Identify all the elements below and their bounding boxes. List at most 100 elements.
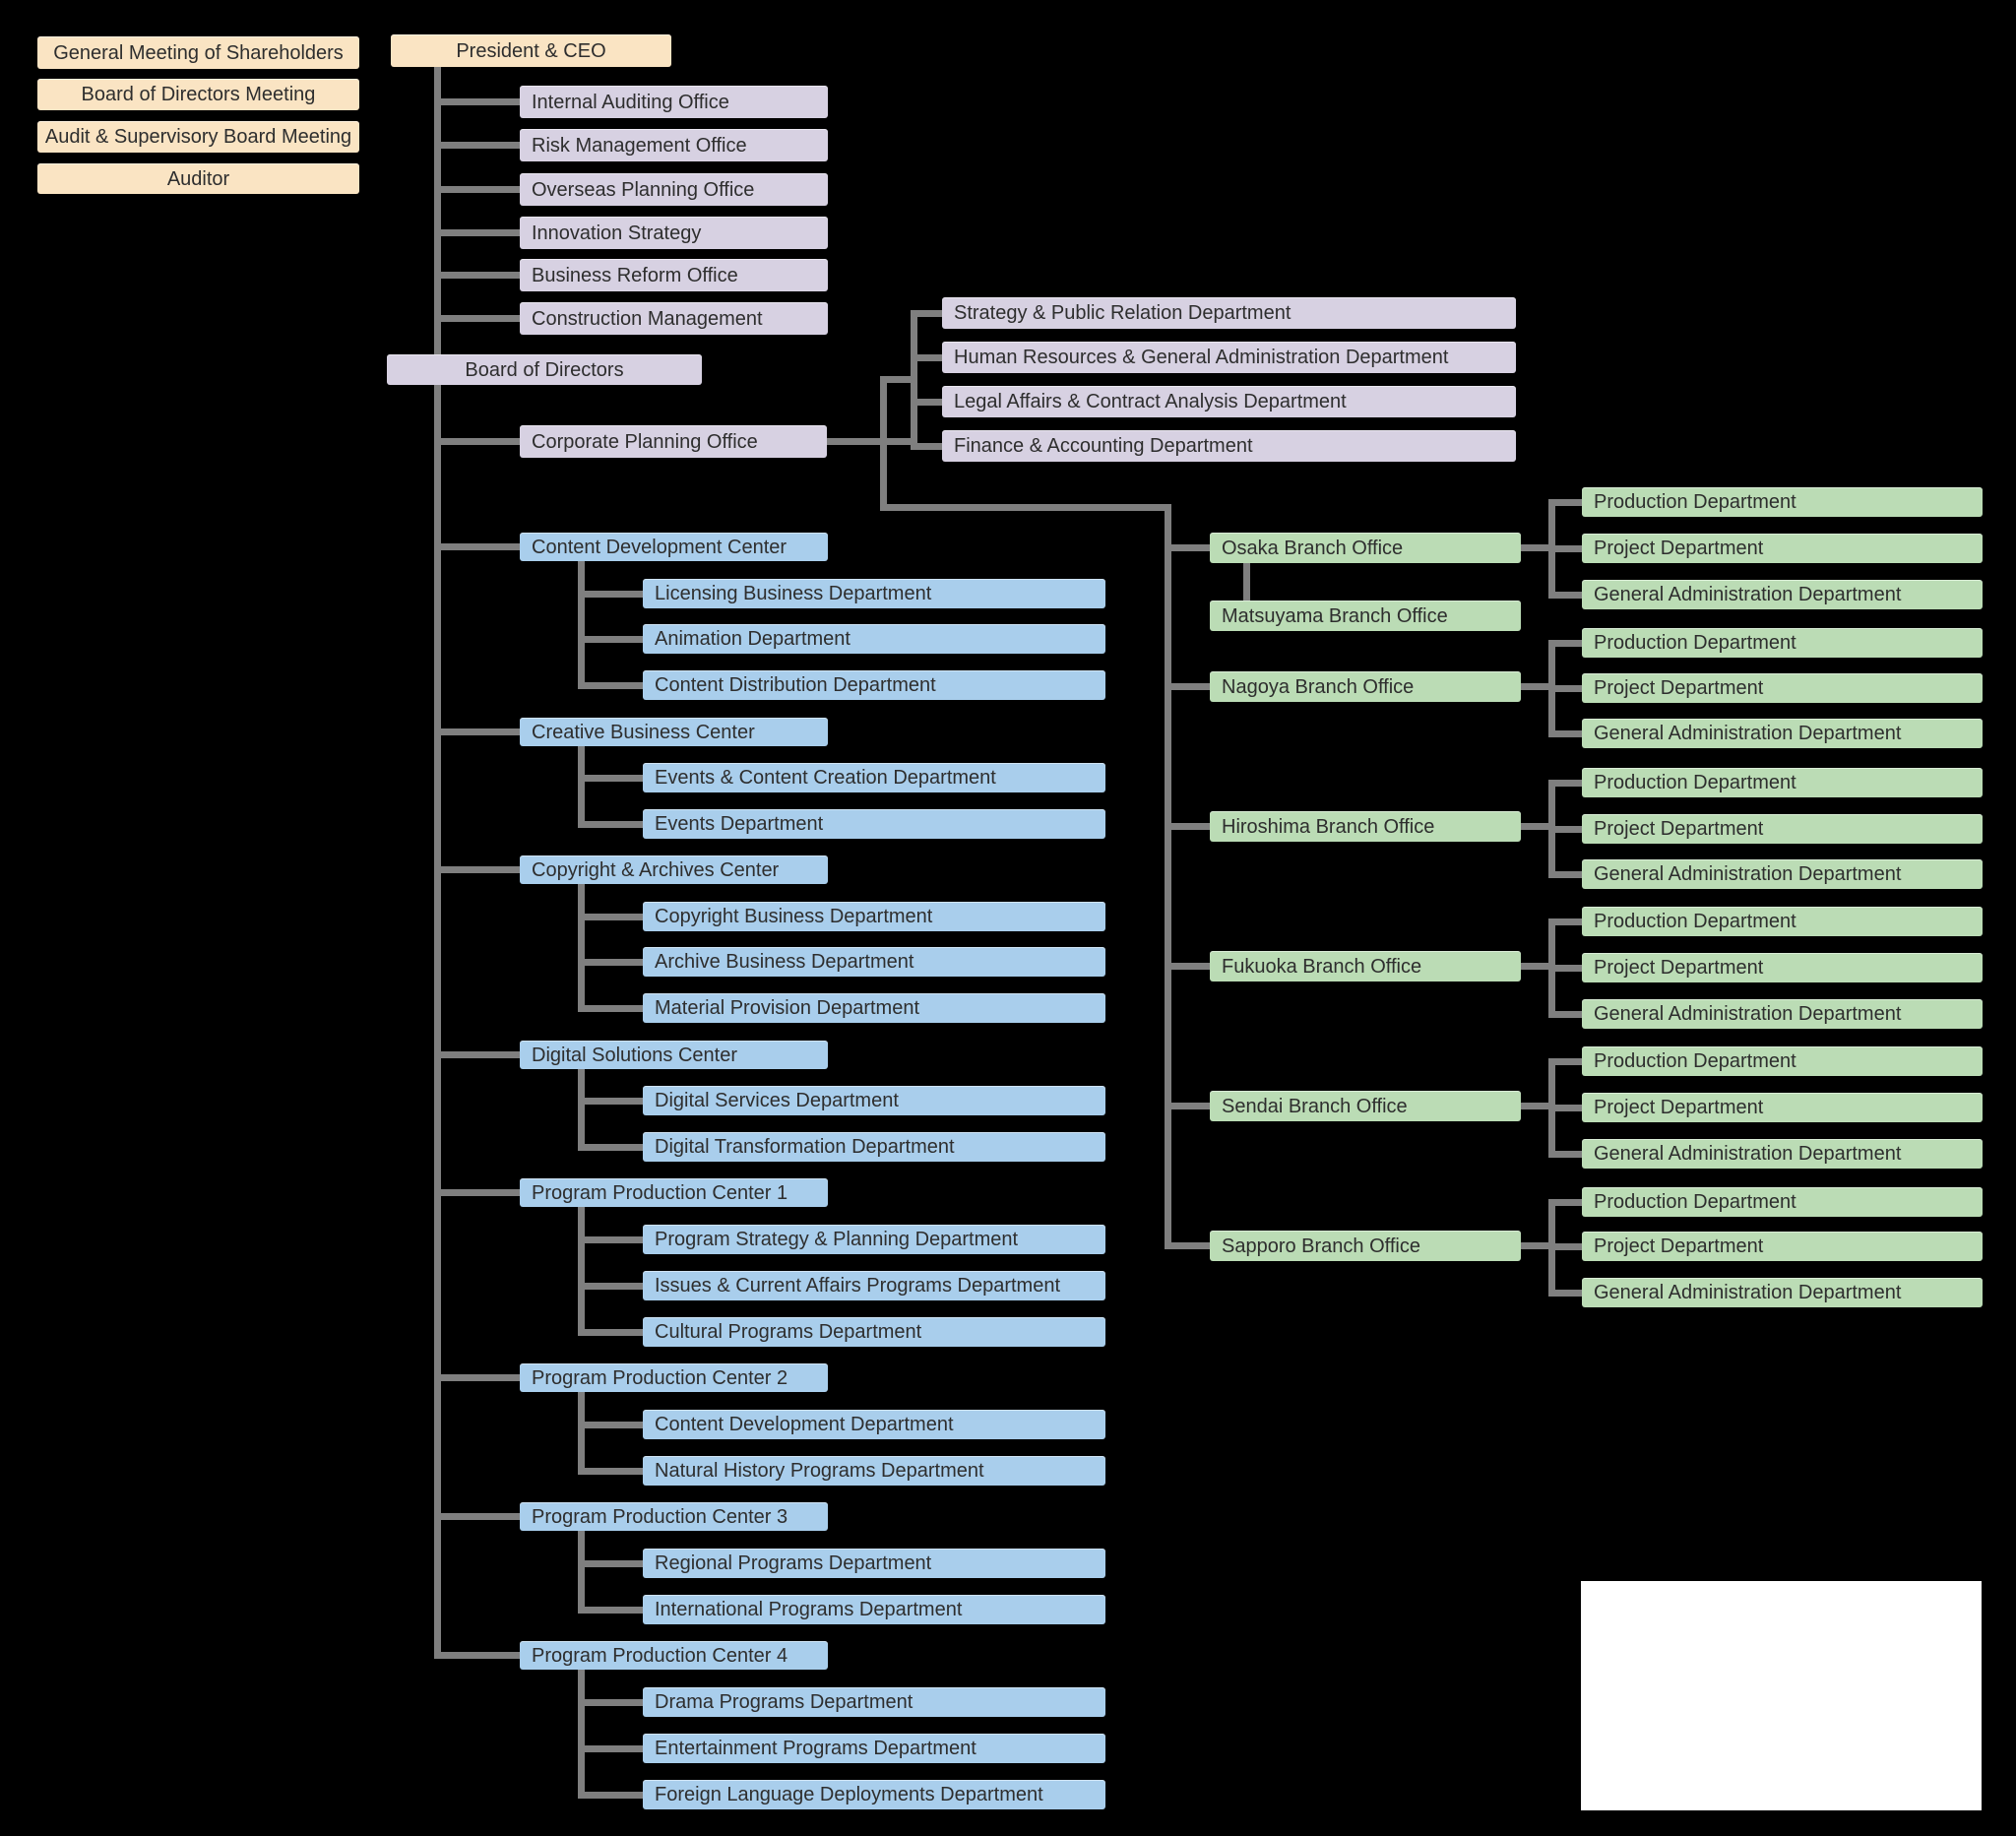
node-fukuoka-project-department: Project Department bbox=[1582, 953, 1983, 982]
node-osaka-branch-office: Osaka Branch Office bbox=[1210, 533, 1521, 563]
fukuoka-right-link bbox=[1521, 963, 1555, 970]
node-sapporo-general-administration-department: General Administration Department bbox=[1582, 1278, 1983, 1307]
node-overseas-planning-office: Overseas Planning Office bbox=[520, 173, 828, 206]
stub-nagoya-production bbox=[1548, 640, 1582, 647]
node-risk-management-office: Risk Management Office bbox=[520, 129, 828, 161]
osaka-to-matsuyama-drop bbox=[1243, 563, 1250, 601]
branch-offices-vertical bbox=[1165, 504, 1171, 1249]
stub-risk-management bbox=[434, 142, 520, 149]
node-fukuoka-production-department: Production Department bbox=[1582, 907, 1983, 936]
stub-drama-programs bbox=[578, 1699, 643, 1706]
stub-program-strategy-planning bbox=[578, 1236, 643, 1243]
node-board-of-directors-meeting: Board of Directors Meeting bbox=[37, 79, 359, 110]
content-development-children-vertical bbox=[578, 559, 585, 688]
node-osaka-general-administration-department: General Administration Department bbox=[1582, 580, 1983, 609]
stub-program-production-center-2 bbox=[434, 1374, 520, 1381]
stub-nagoya-project bbox=[1548, 685, 1582, 692]
node-regional-programs-department: Regional Programs Department bbox=[643, 1549, 1105, 1578]
node-fukuoka-general-administration-department: General Administration Department bbox=[1582, 999, 1983, 1029]
stub-content-distribution bbox=[578, 682, 643, 689]
stub-hiroshima-production bbox=[1548, 780, 1582, 787]
node-audit-supervisory-board-meeting: Audit & Supervisory Board Meeting bbox=[37, 121, 359, 153]
stub-fukuoka bbox=[1165, 963, 1210, 970]
stub-animation bbox=[578, 636, 643, 643]
stub-sendai-general-administration bbox=[1548, 1151, 1582, 1158]
stub-program-production-center-3 bbox=[434, 1513, 520, 1520]
stub-archive-business bbox=[578, 959, 643, 966]
node-content-development-department: Content Development Department bbox=[643, 1410, 1105, 1439]
node-natural-history-programs-department: Natural History Programs Department bbox=[643, 1456, 1105, 1486]
stub-nagoya bbox=[1165, 683, 1210, 690]
node-content-development-center: Content Development Center bbox=[520, 533, 828, 561]
node-corporate-planning-office: Corporate Planning Office bbox=[520, 425, 827, 458]
stub-program-production-center-1 bbox=[434, 1189, 520, 1196]
stub-hiroshima bbox=[1165, 823, 1210, 830]
stub-sendai-production bbox=[1548, 1058, 1582, 1065]
node-program-production-center-1: Program Production Center 1 bbox=[520, 1178, 828, 1207]
stub-osaka-production bbox=[1548, 499, 1582, 506]
stub-creative-business-center bbox=[434, 728, 520, 735]
stub-sendai bbox=[1165, 1103, 1210, 1109]
creative-business-children-vertical bbox=[578, 744, 585, 827]
stub-fukuoka-project bbox=[1548, 965, 1582, 972]
branch-feed-horizontal bbox=[880, 504, 1171, 511]
stub-hiroshima-project bbox=[1548, 826, 1582, 833]
node-drama-programs-department: Drama Programs Department bbox=[643, 1687, 1105, 1717]
node-matsuyama-branch-office: Matsuyama Branch Office bbox=[1210, 601, 1521, 631]
node-internal-auditing-office: Internal Auditing Office bbox=[520, 86, 828, 118]
node-hiroshima-production-department: Production Department bbox=[1582, 768, 1983, 797]
node-nagoya-production-department: Production Department bbox=[1582, 628, 1983, 658]
digital-solutions-children-vertical bbox=[578, 1067, 585, 1150]
stub-events bbox=[578, 821, 643, 828]
node-archive-business-department: Archive Business Department bbox=[643, 947, 1105, 977]
stub-content-development-department bbox=[578, 1422, 643, 1428]
node-program-strategy-planning-department: Program Strategy & Planning Department bbox=[643, 1225, 1105, 1254]
stub-legal-affairs bbox=[911, 399, 942, 406]
stub-cultural-programs bbox=[578, 1329, 643, 1336]
stub-natural-history bbox=[578, 1468, 643, 1475]
node-events-department: Events Department bbox=[643, 809, 1105, 839]
stub-issues-current-affairs bbox=[578, 1283, 643, 1290]
ppc4-children-vertical bbox=[578, 1668, 585, 1798]
node-events-content-creation-department: Events & Content Creation Department bbox=[643, 763, 1105, 792]
stub-business-reform bbox=[434, 272, 520, 279]
stub-program-production-center-4 bbox=[434, 1652, 520, 1659]
node-auditor: Auditor bbox=[37, 163, 359, 194]
copyright-archives-children-vertical bbox=[578, 882, 585, 1011]
nagoya-right-link bbox=[1521, 683, 1555, 690]
node-nagoya-general-administration-department: General Administration Department bbox=[1582, 719, 1983, 748]
node-president-ceo: President & CEO bbox=[391, 34, 671, 67]
node-program-production-center-3: Program Production Center 3 bbox=[520, 1502, 828, 1531]
stub-material-provision bbox=[578, 1005, 643, 1012]
stub-corporate-planning bbox=[434, 438, 520, 445]
node-digital-solutions-center: Digital Solutions Center bbox=[520, 1041, 828, 1069]
node-sapporo-production-department: Production Department bbox=[1582, 1187, 1983, 1217]
node-animation-department: Animation Department bbox=[643, 624, 1105, 654]
ppc2-children-vertical bbox=[578, 1390, 585, 1474]
stub-nagoya-general-administration bbox=[1548, 730, 1582, 737]
osaka-right-link bbox=[1521, 544, 1555, 551]
node-human-resources-general-administration-department: Human Resources & General Administration… bbox=[942, 342, 1516, 373]
node-hiroshima-general-administration-department: General Administration Department bbox=[1582, 859, 1983, 889]
node-sendai-project-department: Project Department bbox=[1582, 1093, 1983, 1122]
stub-strategy-pr bbox=[911, 310, 942, 317]
stub-sapporo-project bbox=[1548, 1243, 1582, 1250]
node-digital-transformation-department: Digital Transformation Department bbox=[643, 1132, 1105, 1162]
sendai-right-link bbox=[1521, 1103, 1555, 1109]
stub-sapporo bbox=[1165, 1242, 1210, 1249]
stub-overseas-planning bbox=[434, 186, 520, 193]
node-legal-affairs-contract-analysis-department: Legal Affairs & Contract Analysis Depart… bbox=[942, 386, 1516, 417]
node-sendai-general-administration-department: General Administration Department bbox=[1582, 1139, 1983, 1169]
stub-foreign-language-deployments bbox=[578, 1792, 643, 1799]
hiroshima-right-link bbox=[1521, 823, 1555, 830]
node-program-production-center-2: Program Production Center 2 bbox=[520, 1363, 828, 1392]
node-innovation-strategy: Innovation Strategy bbox=[520, 217, 828, 249]
node-sendai-production-department: Production Department bbox=[1582, 1046, 1983, 1076]
node-content-distribution-department: Content Distribution Department bbox=[643, 670, 1105, 700]
node-cultural-programs-department: Cultural Programs Department bbox=[643, 1317, 1105, 1347]
stub-entertainment-programs bbox=[578, 1745, 643, 1752]
node-sapporo-project-department: Project Department bbox=[1582, 1232, 1983, 1261]
node-construction-management: Construction Management bbox=[520, 302, 828, 335]
stub-sapporo-production bbox=[1548, 1199, 1582, 1206]
